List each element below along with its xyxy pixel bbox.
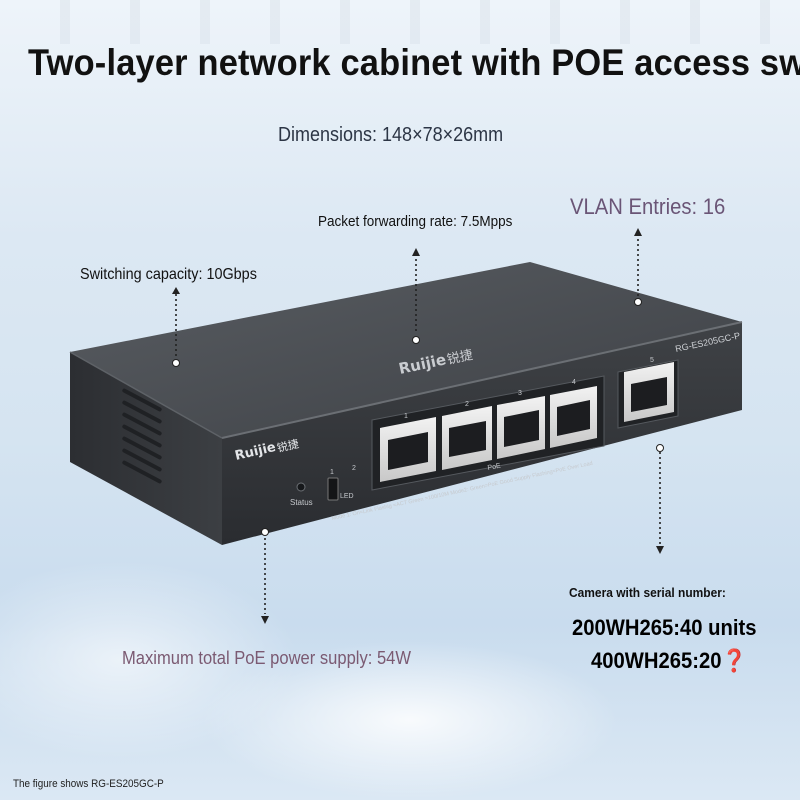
packet-forwarding-label: Packet forwarding rate: 7.5Mpps bbox=[318, 213, 513, 230]
switching-capacity-label: Switching capacity: 10Gbps bbox=[80, 266, 257, 283]
rj45-port bbox=[624, 362, 674, 422]
rj45-port bbox=[380, 417, 436, 482]
top-brand-cn: 锐捷 bbox=[446, 348, 475, 368]
led-label: LED bbox=[340, 493, 354, 500]
port-number: 3 bbox=[518, 390, 522, 397]
front-brand-cn: 锐捷 bbox=[276, 436, 301, 455]
side-vents bbox=[122, 388, 162, 484]
callout-arrowheads bbox=[172, 228, 664, 624]
status-label: Status bbox=[290, 498, 313, 507]
poe-label: PoE bbox=[487, 463, 502, 472]
rj45-port bbox=[442, 406, 492, 470]
dimensions-label: Dimensions: 148×78×26mm bbox=[278, 124, 504, 146]
page-title: Two-layer network cabinet with POE acces… bbox=[28, 42, 800, 83]
camera-line-2: 400WH265:20❓ bbox=[591, 648, 747, 673]
port-number: 4 bbox=[572, 379, 576, 386]
switch-pos-1: 1 bbox=[330, 469, 334, 476]
callout-arrows bbox=[175, 234, 661, 614]
figure-caption: The figure shows RG-ES205GC-P bbox=[13, 778, 164, 790]
camera-line-1: 200WH265:40 units bbox=[572, 615, 757, 640]
mode-switch bbox=[327, 477, 339, 501]
rj45-port bbox=[550, 386, 597, 448]
vlan-label: VLAN Entries: 16 bbox=[570, 194, 726, 219]
port-number: 1 bbox=[404, 413, 408, 420]
camera-heading: Camera with serial number: bbox=[569, 585, 726, 600]
switch-top-face bbox=[70, 262, 742, 438]
port-number: 5 bbox=[650, 357, 654, 364]
status-led bbox=[296, 482, 306, 492]
rj45-port bbox=[497, 396, 545, 459]
background-glow-left bbox=[0, 560, 300, 760]
switch-pos-2: 2 bbox=[352, 465, 356, 472]
port-number: 2 bbox=[465, 401, 469, 408]
poe-power-label: Maximum total PoE power supply: 54W bbox=[122, 648, 411, 668]
top-strip bbox=[0, 0, 800, 44]
